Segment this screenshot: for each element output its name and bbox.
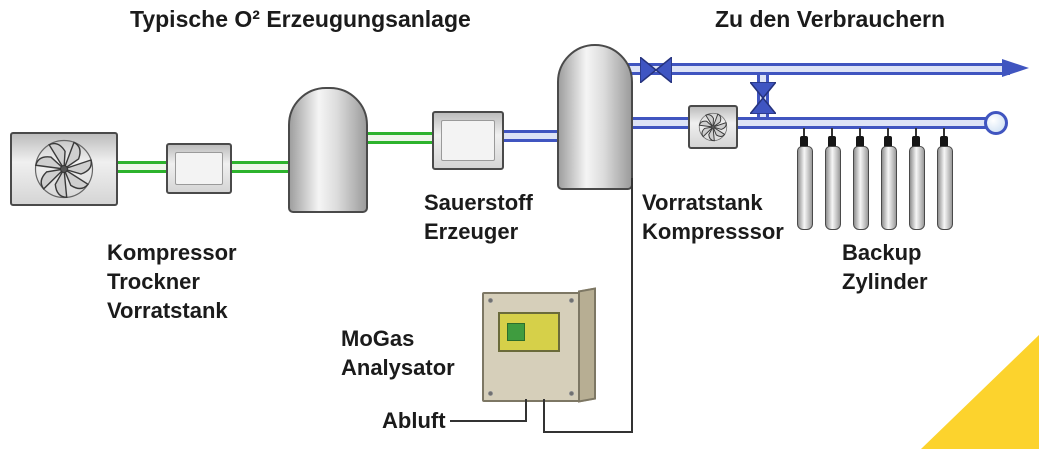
cylinder-connector [943, 128, 945, 138]
analyzer-device [482, 292, 580, 402]
label-line: Backup [842, 240, 922, 265]
screw-icon [569, 298, 574, 303]
gas-cylinder [853, 128, 869, 238]
oxygen-generator-label: Sauerstoff Erzeuger [424, 188, 533, 246]
exhaust-label: Abluft [382, 406, 446, 435]
gas-cylinder [937, 128, 953, 238]
backup-cylinders-label: Backup Zylinder [842, 238, 928, 296]
pipe-blue-top [628, 63, 1010, 75]
pipe-green-1 [112, 161, 167, 173]
consumers-label: Zu den Verbrauchern [714, 6, 946, 32]
gas-cylinder [881, 128, 897, 238]
label-line: Zylinder [842, 269, 928, 294]
cylinder-connector [831, 128, 833, 138]
cylinder-connector [915, 128, 917, 138]
page-title: Typische O² Erzeugungsanlage [130, 6, 471, 32]
booster-compressor-unit [688, 105, 738, 149]
storage-compressor-label: Vorratstank Kompresssor [642, 188, 784, 246]
analyzer-label: MoGas Analysator [341, 324, 455, 382]
cylinder-cap [856, 136, 864, 147]
exhaust-line [450, 420, 527, 422]
cylinder-cap [884, 136, 892, 147]
cylinder-body [853, 146, 869, 230]
sample-line [631, 178, 633, 433]
screen-indicator [507, 323, 525, 341]
label-line: Kompresssor [642, 219, 784, 244]
valve-icon [750, 82, 776, 114]
gas-cylinder [909, 128, 925, 238]
compressor-group-label: Kompressor Trockner Vorratstank [107, 238, 237, 325]
valve-icon [640, 57, 672, 83]
cylinder-cap [912, 136, 920, 147]
sample-line [543, 399, 545, 433]
sample-line [543, 431, 633, 433]
flow-arrow-icon [1002, 59, 1029, 77]
screw-icon [488, 298, 493, 303]
cylinder-cap [940, 136, 948, 147]
exhaust-line [525, 399, 527, 422]
cylinder-connector [887, 128, 889, 138]
dryer-unit [166, 143, 232, 194]
label-line: Sauerstoff [424, 190, 533, 215]
analyzer-side-panel [578, 287, 596, 403]
generator-panel [441, 120, 495, 161]
dryer-panel [175, 152, 223, 185]
label-line: Erzeuger [424, 219, 519, 244]
cylinder-cap [800, 136, 808, 147]
fan-icon [690, 107, 736, 147]
cylinder-cap [828, 136, 836, 147]
compressor-unit [10, 132, 118, 206]
pipe-green-3 [362, 132, 434, 144]
analyzer-screen [498, 312, 560, 352]
pipe-blue-generator [499, 130, 558, 142]
cylinder-body [825, 146, 841, 230]
cylinder-connector [859, 128, 861, 138]
cylinder-connector [803, 128, 805, 138]
label-line: Trockner [107, 269, 200, 294]
pipe-green-2 [227, 161, 289, 173]
storage-tank-1 [288, 87, 368, 213]
screw-icon [569, 391, 574, 396]
oxygen-generator-unit [432, 111, 504, 170]
cylinder-body [909, 146, 925, 230]
label-line: Abluft [382, 408, 446, 433]
cylinder-body [937, 146, 953, 230]
fan-icon [12, 134, 116, 204]
gas-cylinder [825, 128, 841, 238]
label-line: Vorratstank [642, 190, 763, 215]
screw-icon [488, 391, 493, 396]
gas-cylinder [797, 128, 813, 238]
storage-tank-2 [557, 44, 633, 190]
pipe-end-ball [984, 111, 1008, 135]
cylinder-body [881, 146, 897, 230]
cylinder-body [797, 146, 813, 230]
label-line: Analysator [341, 355, 455, 380]
label-line: MoGas [341, 326, 415, 351]
corner-accent-triangle [921, 335, 1039, 449]
label-line: Vorratstank [107, 298, 228, 323]
label-line: Kompressor [107, 240, 237, 265]
